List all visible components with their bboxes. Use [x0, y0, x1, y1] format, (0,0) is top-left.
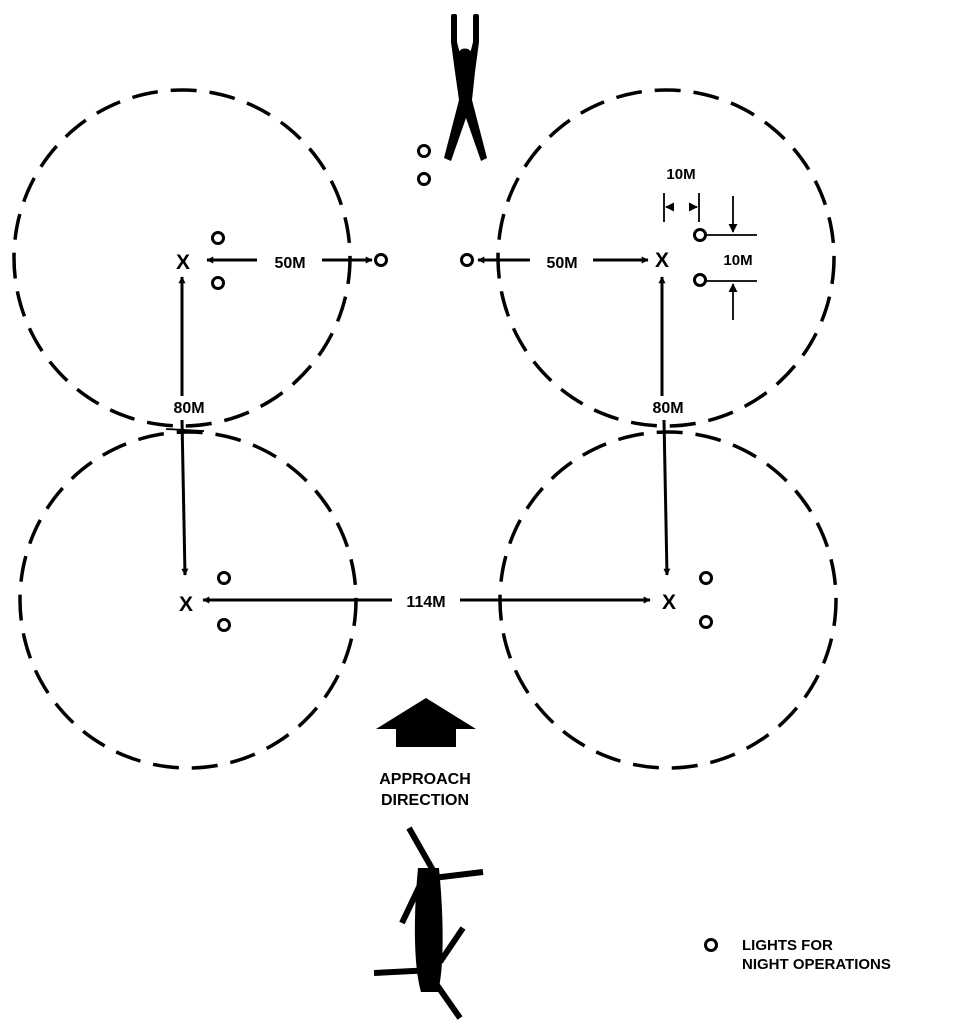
- pad-center-bottom-left: X: [179, 593, 193, 616]
- dimension-50m-right: 50M: [477, 255, 649, 272]
- landing-pad-circle-top-right: [496, 88, 836, 428]
- light-icon: [693, 228, 707, 242]
- approach-arrow-icon: [376, 698, 476, 747]
- marker-light-left: [374, 253, 388, 267]
- dimension-label-114m: 114M: [406, 594, 445, 611]
- landing-pad-circle-top-left: [12, 88, 352, 428]
- signalman-light-upper: [417, 144, 431, 158]
- pad-center-top-left: X: [176, 251, 190, 274]
- dimension-label-50m-left: 50M: [274, 255, 305, 272]
- legend: LIGHTS FOR NIGHT OPERATIONS: [704, 937, 891, 973]
- dimension-label-10m-horizontal: 10M: [666, 166, 695, 183]
- light-icon: [217, 618, 231, 632]
- lights-bottom-right: [699, 571, 713, 629]
- dimension-10m-horizontal: 10M: [663, 166, 700, 222]
- dimension-114m: 114M: [202, 594, 651, 611]
- dimension-label-80m-left: 80M: [173, 400, 204, 417]
- dimension-label-50m-right: 50M: [546, 255, 577, 272]
- light-icon: [211, 276, 225, 290]
- light-icon: [699, 615, 713, 629]
- light-icon: [217, 571, 231, 585]
- legend-light-icon: [704, 938, 718, 952]
- dimension-80m-left: 80M: [165, 276, 205, 576]
- dimension-label-80m-right: 80M: [652, 400, 683, 417]
- pad-center-top-right: X: [655, 249, 669, 272]
- legend-label-line2: NIGHT OPERATIONS: [742, 956, 891, 973]
- marker-light-right: [460, 253, 474, 267]
- approach-label-line1: APPROACH: [379, 771, 471, 788]
- dimension-10m-vertical: 10M: [705, 196, 757, 320]
- lights-bottom-left: [217, 571, 231, 632]
- light-icon: [211, 231, 225, 245]
- dimension-label-10m-vertical: 10M: [723, 252, 752, 269]
- dimension-50m-left: 50M: [206, 255, 373, 272]
- lights-top-left: [211, 231, 225, 290]
- dimension-80m-right: 80M: [652, 276, 684, 576]
- helicopter-icon: [373, 826, 484, 1020]
- pad-center-bottom-right: X: [662, 591, 676, 614]
- light-icon: [693, 273, 707, 287]
- legend-label-line1: LIGHTS FOR: [742, 937, 833, 954]
- light-icon: [699, 571, 713, 585]
- approach-label-line2: DIRECTION: [381, 792, 469, 809]
- lights-top-right: [693, 228, 707, 287]
- signalman-light-lower: [417, 172, 431, 186]
- signalman-icon: [444, 14, 487, 161]
